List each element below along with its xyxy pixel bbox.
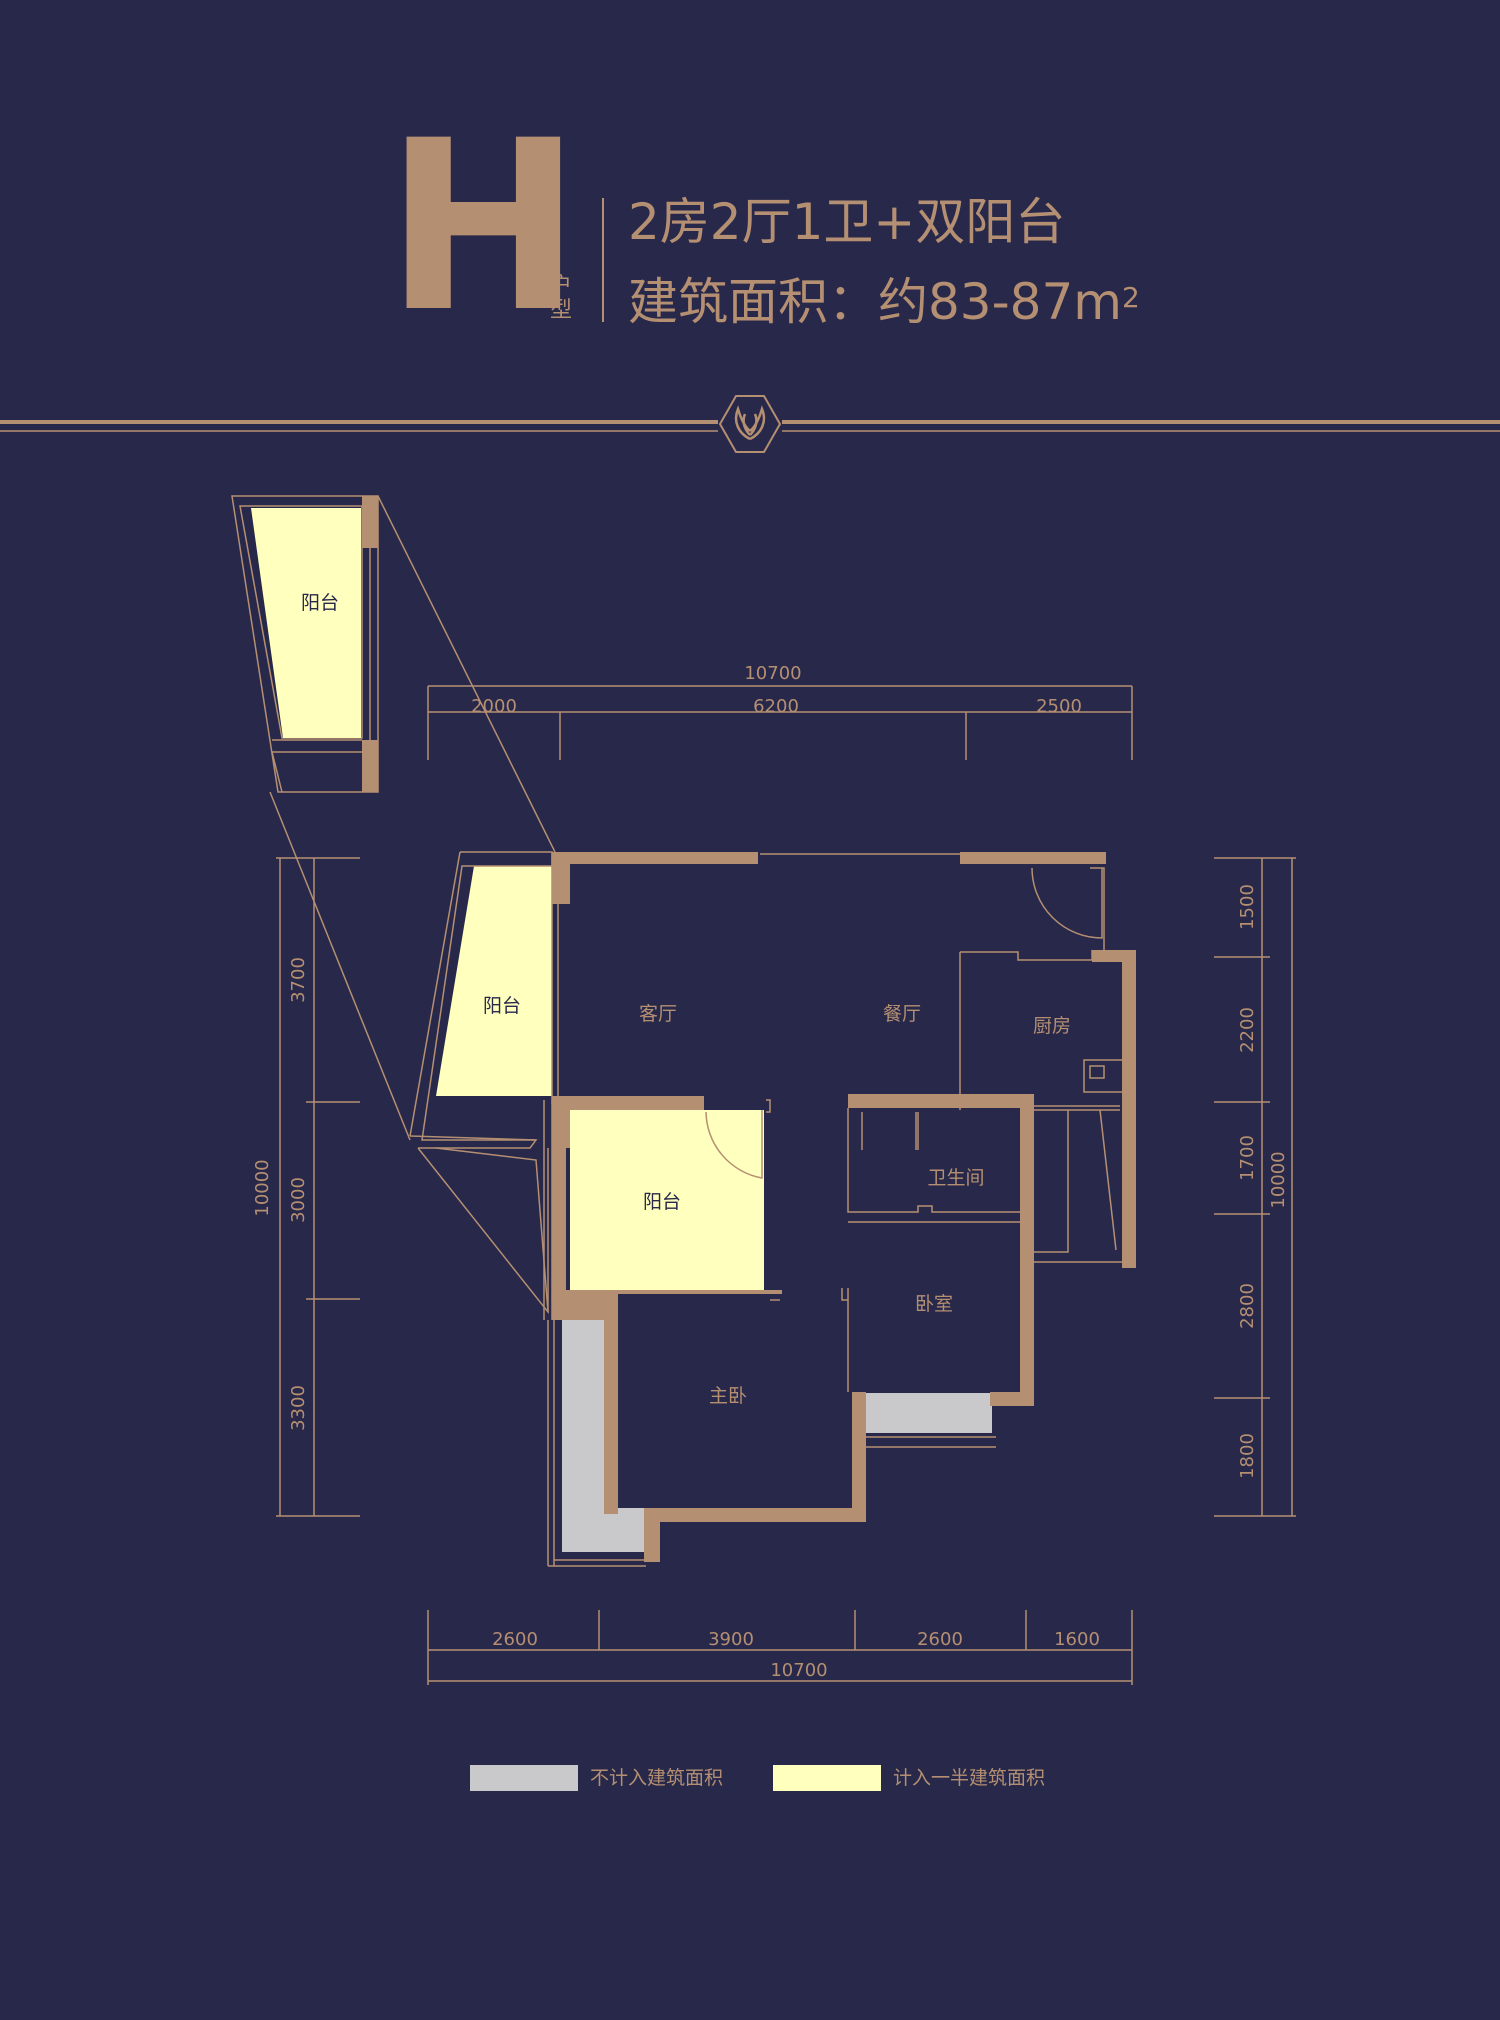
room-fills [436, 866, 992, 1552]
dim-top-segment: 2500 [1036, 696, 1082, 717]
unit-type-label: 户 型 [549, 275, 573, 323]
excluded-strip-left [562, 1320, 644, 1552]
dim-bottom-total: 10700 [770, 1660, 827, 1681]
balcony-detail [231, 495, 556, 1141]
wings-emblem-icon [734, 405, 766, 441]
area-text-main: 建筑面积：约83-87m [628, 273, 1122, 331]
legend-swatch-excluded [470, 1765, 578, 1791]
dim-top-segment: 2000 [471, 696, 517, 717]
dim-right-segment: 1500 [1237, 884, 1258, 930]
room-label-balcony-left: 阳台 [483, 995, 521, 1017]
dim-left-segment: 3000 [288, 1177, 309, 1223]
dim-right-segment: 1800 [1237, 1433, 1258, 1479]
legend-label-excluded: 不计入建筑面积 [590, 1767, 724, 1789]
legend-label-half: 计入一半建筑面积 [893, 1767, 1046, 1789]
unit-letter: H [385, 91, 582, 364]
divider-rule [0, 395, 1500, 453]
header: H 户 型 2房2厅1卫+双阳台 建筑面积：约83-87m2 [0, 0, 1500, 460]
legend: 不计入建筑面积 计入一半建筑面积 [470, 1762, 1170, 1792]
area-unit-exponent: 2 [1122, 281, 1140, 314]
room-label-bathroom: 卫生间 [927, 1167, 984, 1189]
balcony-left-fill [436, 866, 552, 1096]
floor-plan: 10700 2000 6200 2500 2600 3900 2600 1600… [231, 495, 1296, 1685]
layout-text: 2房2厅1卫+双阳台 [628, 193, 1066, 251]
room-label-kitchen: 厨房 [1033, 1015, 1071, 1037]
room-label-dining-room: 餐厅 [883, 1003, 921, 1025]
dim-top-total: 10700 [744, 663, 801, 684]
room-label-balcony-detail: 阳台 [301, 592, 339, 614]
dim-bottom-segment: 3900 [708, 1629, 754, 1650]
legend-swatch-half [773, 1765, 881, 1791]
area-text: 建筑面积：约83-87m2 [628, 272, 1140, 332]
room-label-bedroom: 卧室 [915, 1293, 953, 1315]
door-swings [705, 867, 1103, 1179]
dimension-lines [276, 685, 1296, 1685]
room-label-master-bedroom: 主卧 [709, 1385, 747, 1407]
excluded-strip-bedroom [866, 1393, 992, 1433]
balcony-center-fill [570, 1110, 764, 1292]
room-label-balcony-center: 阳台 [643, 1191, 681, 1213]
dim-left-total: 10000 [252, 1159, 273, 1216]
dim-left-segment: 3700 [288, 957, 309, 1003]
thick-walls [552, 852, 1136, 1562]
unit-type-label-char: 户 [549, 274, 572, 299]
dim-bottom-segment: 1600 [1054, 1629, 1100, 1650]
dim-right-total: 10000 [1268, 1151, 1289, 1208]
dim-left-segment: 3300 [288, 1385, 309, 1431]
room-label-living-room: 客厅 [639, 1003, 677, 1025]
unit-type-label-char: 型 [549, 298, 572, 323]
title-divider [602, 198, 604, 322]
dim-right-segment: 2200 [1237, 1007, 1258, 1053]
dim-bottom-segment: 2600 [917, 1629, 963, 1650]
dim-right-segment: 1700 [1237, 1135, 1258, 1181]
dim-bottom-segment: 2600 [492, 1629, 538, 1650]
dim-right-segment: 2800 [1237, 1283, 1258, 1329]
emblem-hexagon [718, 395, 782, 453]
dim-top-segment: 6200 [753, 696, 799, 717]
